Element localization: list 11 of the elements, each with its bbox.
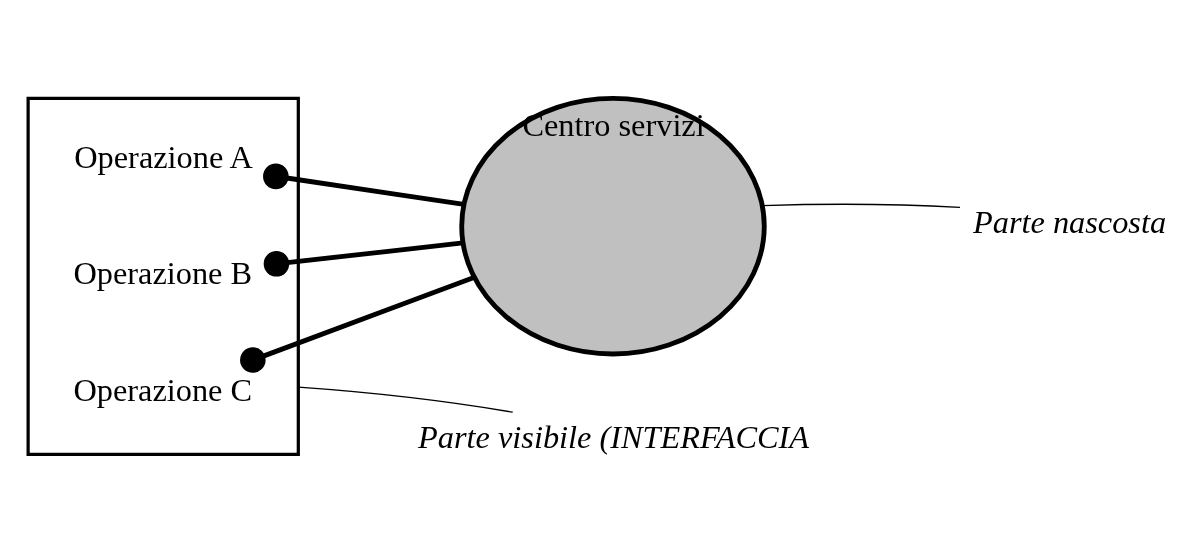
connector: [263, 163, 465, 207]
connector: [263, 240, 464, 277]
node-text: Operazione A: [74, 138, 253, 175]
connector: [762, 203, 961, 208]
node-text: Parte nascosta: [972, 203, 1167, 240]
cluster: [26, 96, 300, 456]
connector: [240, 275, 475, 373]
connector: [297, 386, 514, 413]
node-text: Operazione C: [73, 371, 253, 408]
node-text: Operazione B: [73, 255, 253, 292]
node-text: Parte visibile (INTERFACCIA: [418, 418, 810, 455]
